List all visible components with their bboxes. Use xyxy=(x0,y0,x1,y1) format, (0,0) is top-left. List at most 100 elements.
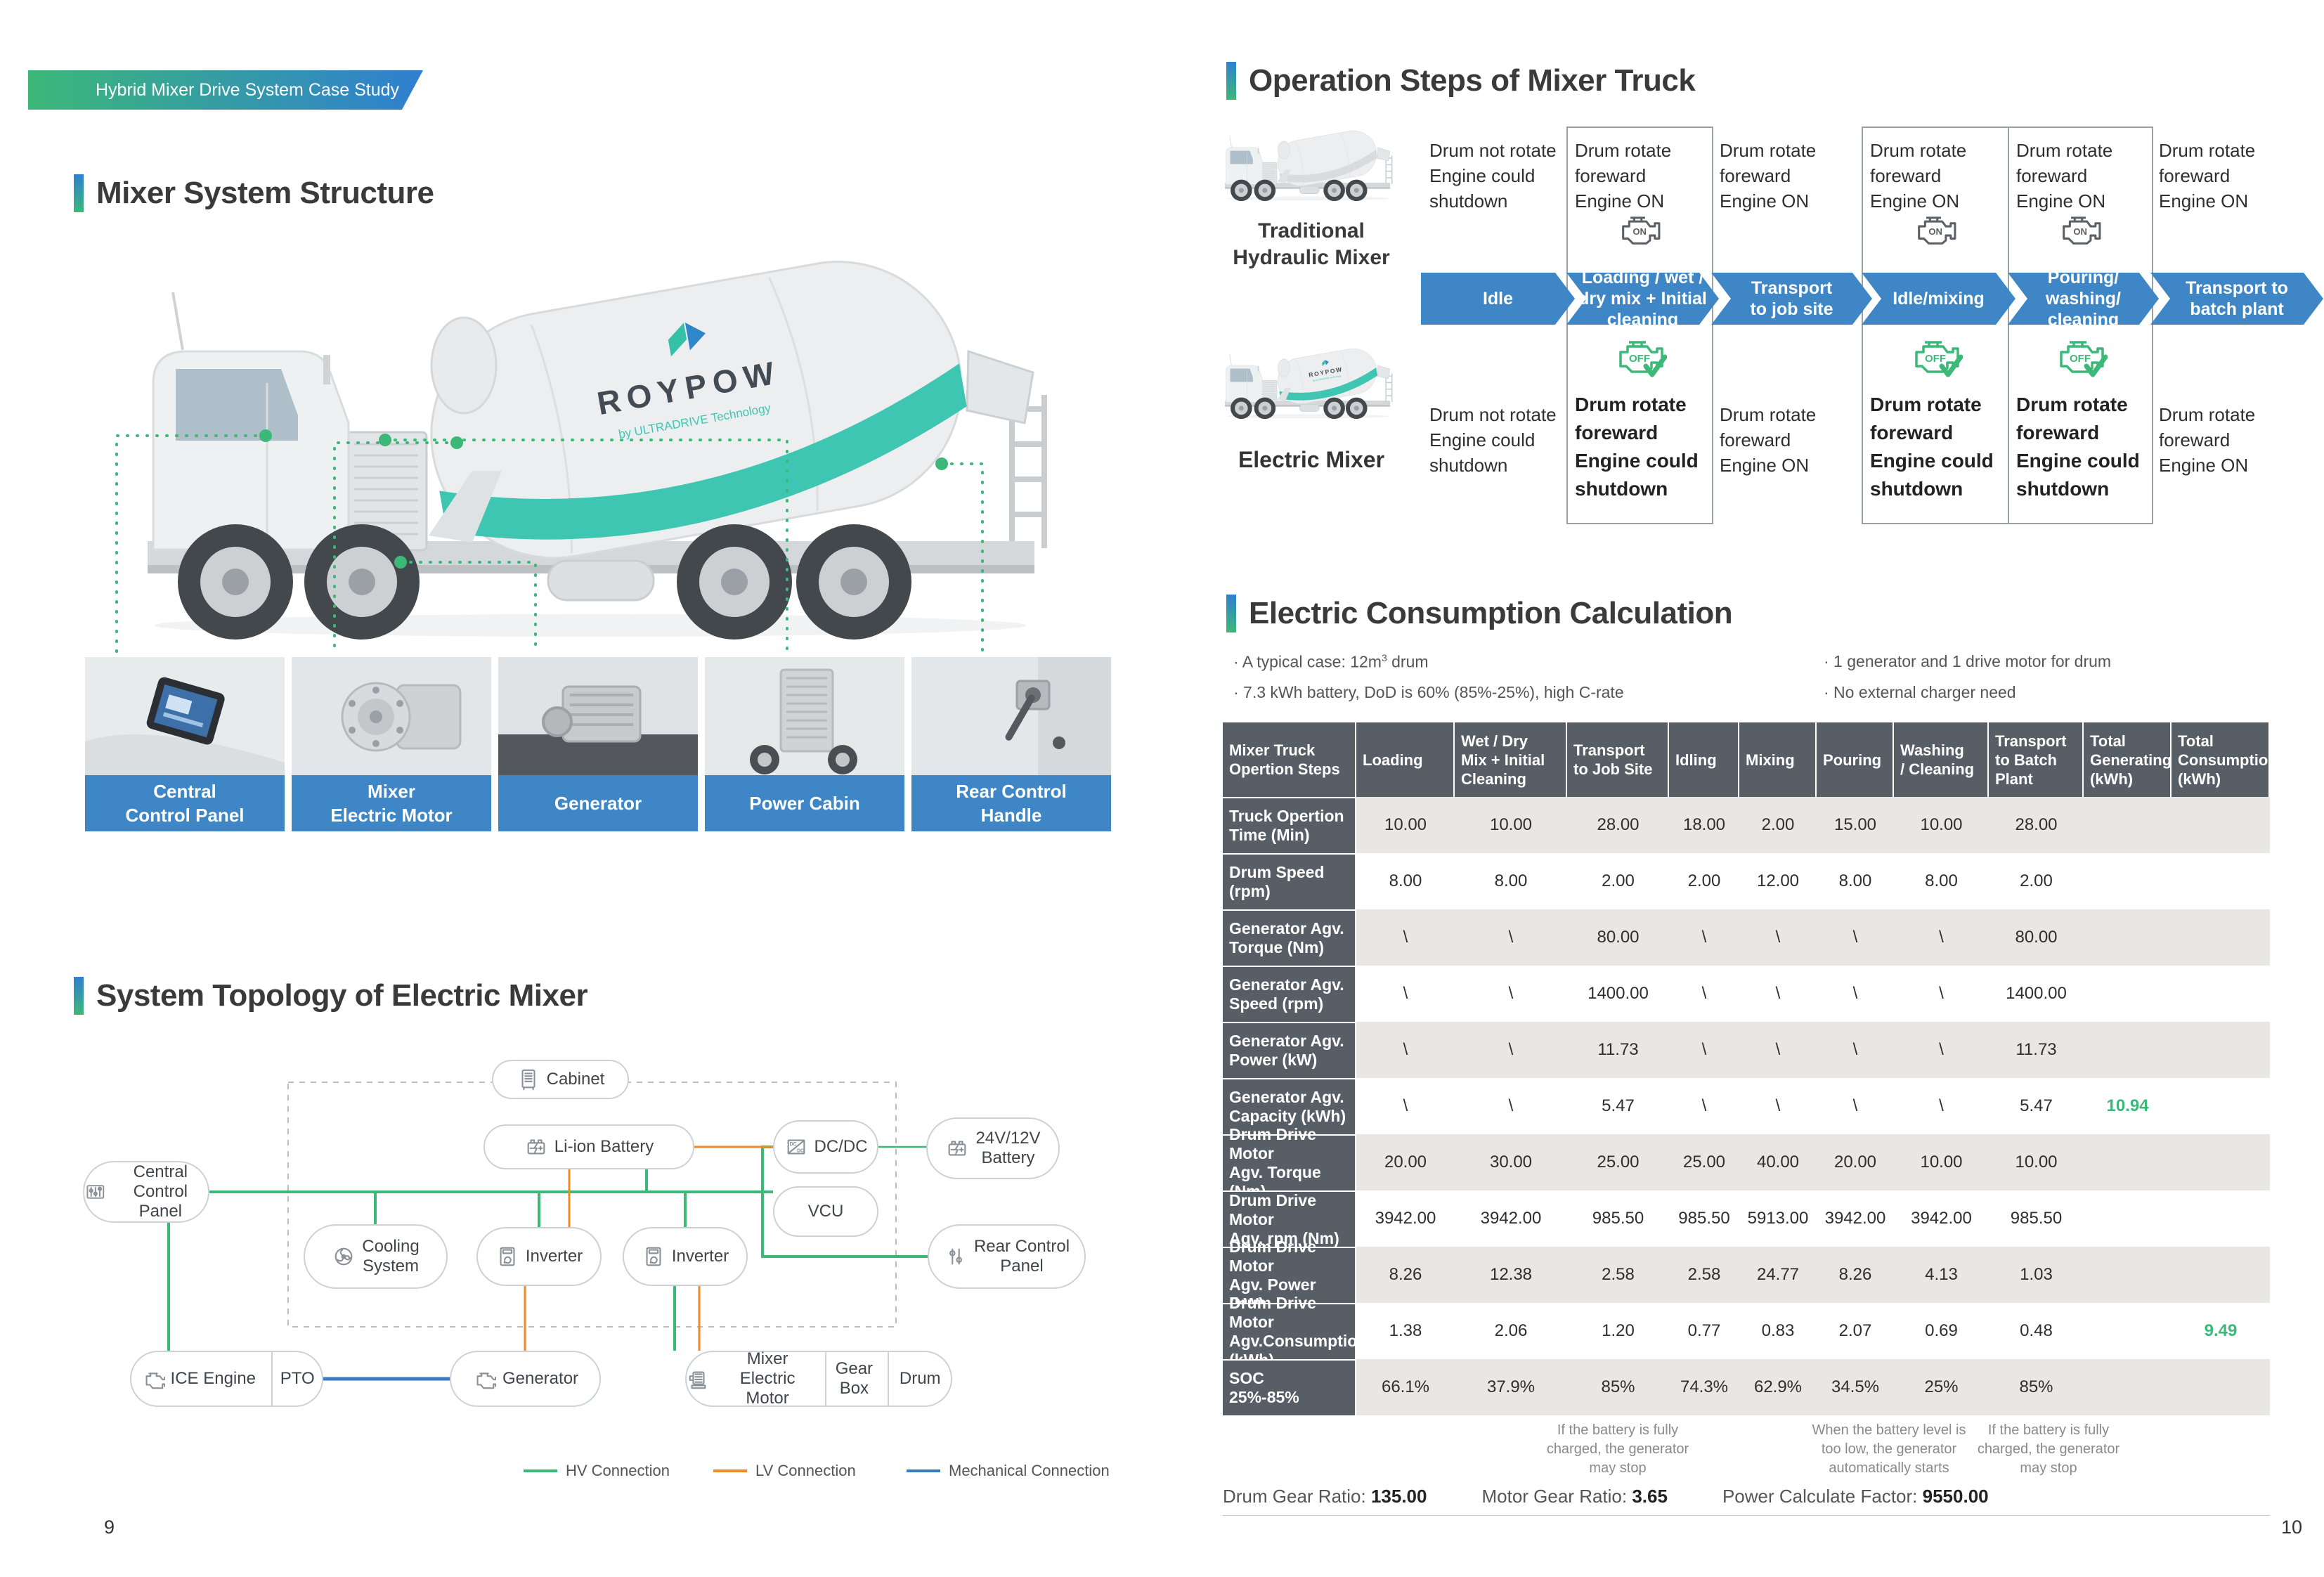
table-cell: 25.00 xyxy=(1669,1134,1739,1190)
topology-section-title: System Topology of Electric Mixer xyxy=(74,977,588,1015)
table-cell xyxy=(2172,909,2270,966)
component-photo-electric-motor xyxy=(292,657,491,775)
step-text-line: Engine ON xyxy=(2159,190,2249,212)
svg-text:OFF: OFF xyxy=(1925,353,1946,365)
table-cell: 0.83 xyxy=(1739,1303,1817,1359)
table-cell: 985.50 xyxy=(1669,1190,1739,1247)
step-text-line: Drum rotate xyxy=(1575,394,1687,415)
callout-lines xyxy=(115,434,984,654)
step-text-line: Drum rotate xyxy=(2016,140,2113,161)
table-cell: \ xyxy=(1356,1078,1455,1134)
node-label-line: Generator xyxy=(502,1369,579,1388)
table-cell: 3942.00 xyxy=(1894,1190,1989,1247)
component-photo-control-panel xyxy=(85,657,285,775)
table-row-label: Generator Agv. Torque (Nm) xyxy=(1223,909,1356,966)
step-text-line: foreward xyxy=(2016,422,2100,443)
node-label-line: Li-ion Battery xyxy=(554,1137,654,1156)
battery-icon xyxy=(949,1141,966,1156)
table-cell: \ xyxy=(1817,1078,1894,1134)
step-traditional-icon: ON xyxy=(1867,211,2004,255)
table-cell xyxy=(2172,1022,2270,1078)
node-segment: PTO xyxy=(271,1352,322,1406)
table-cell: 2.06 xyxy=(1455,1303,1567,1359)
step-text-line: Engine could xyxy=(1429,429,1536,450)
table-footnote: When the battery level is too low, the g… xyxy=(1812,1422,1966,1476)
inverter-icon xyxy=(500,1247,515,1266)
section-title: Operation Steps of Mixer Truck xyxy=(1249,63,1696,98)
step-text-line: shutdown xyxy=(2016,478,2110,500)
table-cell: 0.69 xyxy=(1894,1303,1989,1359)
step-text-line: foreward xyxy=(2016,165,2088,186)
table-header-cell: Pouring xyxy=(1817,722,1894,797)
table-cell: \ xyxy=(1455,966,1567,1022)
table-cell: 74.3% xyxy=(1669,1359,1739,1415)
step-arrow-line: dry mix + Initial xyxy=(1578,289,1707,309)
table-cell: \ xyxy=(1739,1022,1817,1078)
table-cell: \ xyxy=(1894,966,1989,1022)
table-header-cell: Transport to Job Site xyxy=(1567,722,1669,797)
step-text-line: Engine could xyxy=(1870,450,1994,472)
step-arrow: Idle/mixing xyxy=(1862,273,2015,325)
component-label-line: Central xyxy=(153,781,216,802)
lv-line-swatch xyxy=(713,1469,747,1472)
step-text-line: Drum rotate xyxy=(1720,404,1817,425)
component-label-line: Generator xyxy=(554,793,642,814)
table-header-cell: Total Generating (kWh) xyxy=(2084,722,2172,797)
step-arrow: Pouring/washing/cleaning xyxy=(2008,273,2159,325)
engine-icon xyxy=(145,1372,165,1389)
callout-dots xyxy=(259,429,948,569)
node-label-line: System xyxy=(362,1257,419,1276)
title-accent-bar xyxy=(74,977,84,1015)
table-cell xyxy=(2084,1303,2172,1359)
engine-off-icon: OFF xyxy=(2059,341,2108,377)
step-text-line: Drum rotate xyxy=(1870,394,1982,415)
step-text-line: shutdown xyxy=(1870,478,1963,500)
ops-section-title: Operation Steps of Mixer Truck xyxy=(1226,62,1696,100)
table-cell: 5913.00 xyxy=(1739,1190,1817,1247)
svg-text:ON: ON xyxy=(1928,226,1942,237)
table-row-label: SOC 25%-85% xyxy=(1223,1359,1356,1415)
mixer-truck-illustration xyxy=(115,232,1124,654)
table-cell: 5.47 xyxy=(1989,1078,2084,1134)
table-cell: 18.00 xyxy=(1669,797,1739,853)
structure-section-title: Mixer System Structure xyxy=(74,174,434,212)
node-label-line: Battery xyxy=(981,1148,1035,1167)
table-cell: 1.20 xyxy=(1567,1303,1669,1359)
engine-on-icon: ON xyxy=(2062,216,2101,245)
footer-divider xyxy=(1223,1515,2270,1516)
table-cell: 85% xyxy=(1567,1359,1669,1415)
step-column-box xyxy=(1566,126,1713,524)
component-photo-power-cabin xyxy=(705,657,904,775)
table-cell xyxy=(2172,853,2270,909)
topology-node-liion: Li-ion Battery xyxy=(483,1124,694,1169)
battery-icon xyxy=(527,1139,545,1155)
table-cell: 12.00 xyxy=(1739,853,1817,909)
table-cell xyxy=(2084,853,2172,909)
table-cell: 2.00 xyxy=(1739,797,1817,853)
table-cell: \ xyxy=(1817,966,1894,1022)
step-text-line: Engine ON xyxy=(1720,455,1810,476)
table-cell: 2.00 xyxy=(1669,853,1739,909)
step-arrow-line: Transport to xyxy=(2186,278,2288,298)
table-cell: 10.00 xyxy=(1455,797,1567,853)
step-text-line: Engine ON xyxy=(2159,455,2249,476)
table-cell: 1.03 xyxy=(1989,1247,2084,1303)
legend-label: LV Connection xyxy=(755,1462,856,1479)
step-text-line: Drum rotate xyxy=(1575,140,1672,161)
calc-note: · 7.3 kWh battery, DoD is 60% (85%-25%),… xyxy=(1233,683,1624,701)
traditional-truck-thumbnail xyxy=(1216,125,1407,204)
table-cell: 85% xyxy=(1989,1359,2084,1415)
step-text-line: Engine ON xyxy=(1720,190,1810,212)
step-text-line: Drum not rotate xyxy=(1429,140,1557,161)
title-accent-bar xyxy=(1226,62,1236,100)
